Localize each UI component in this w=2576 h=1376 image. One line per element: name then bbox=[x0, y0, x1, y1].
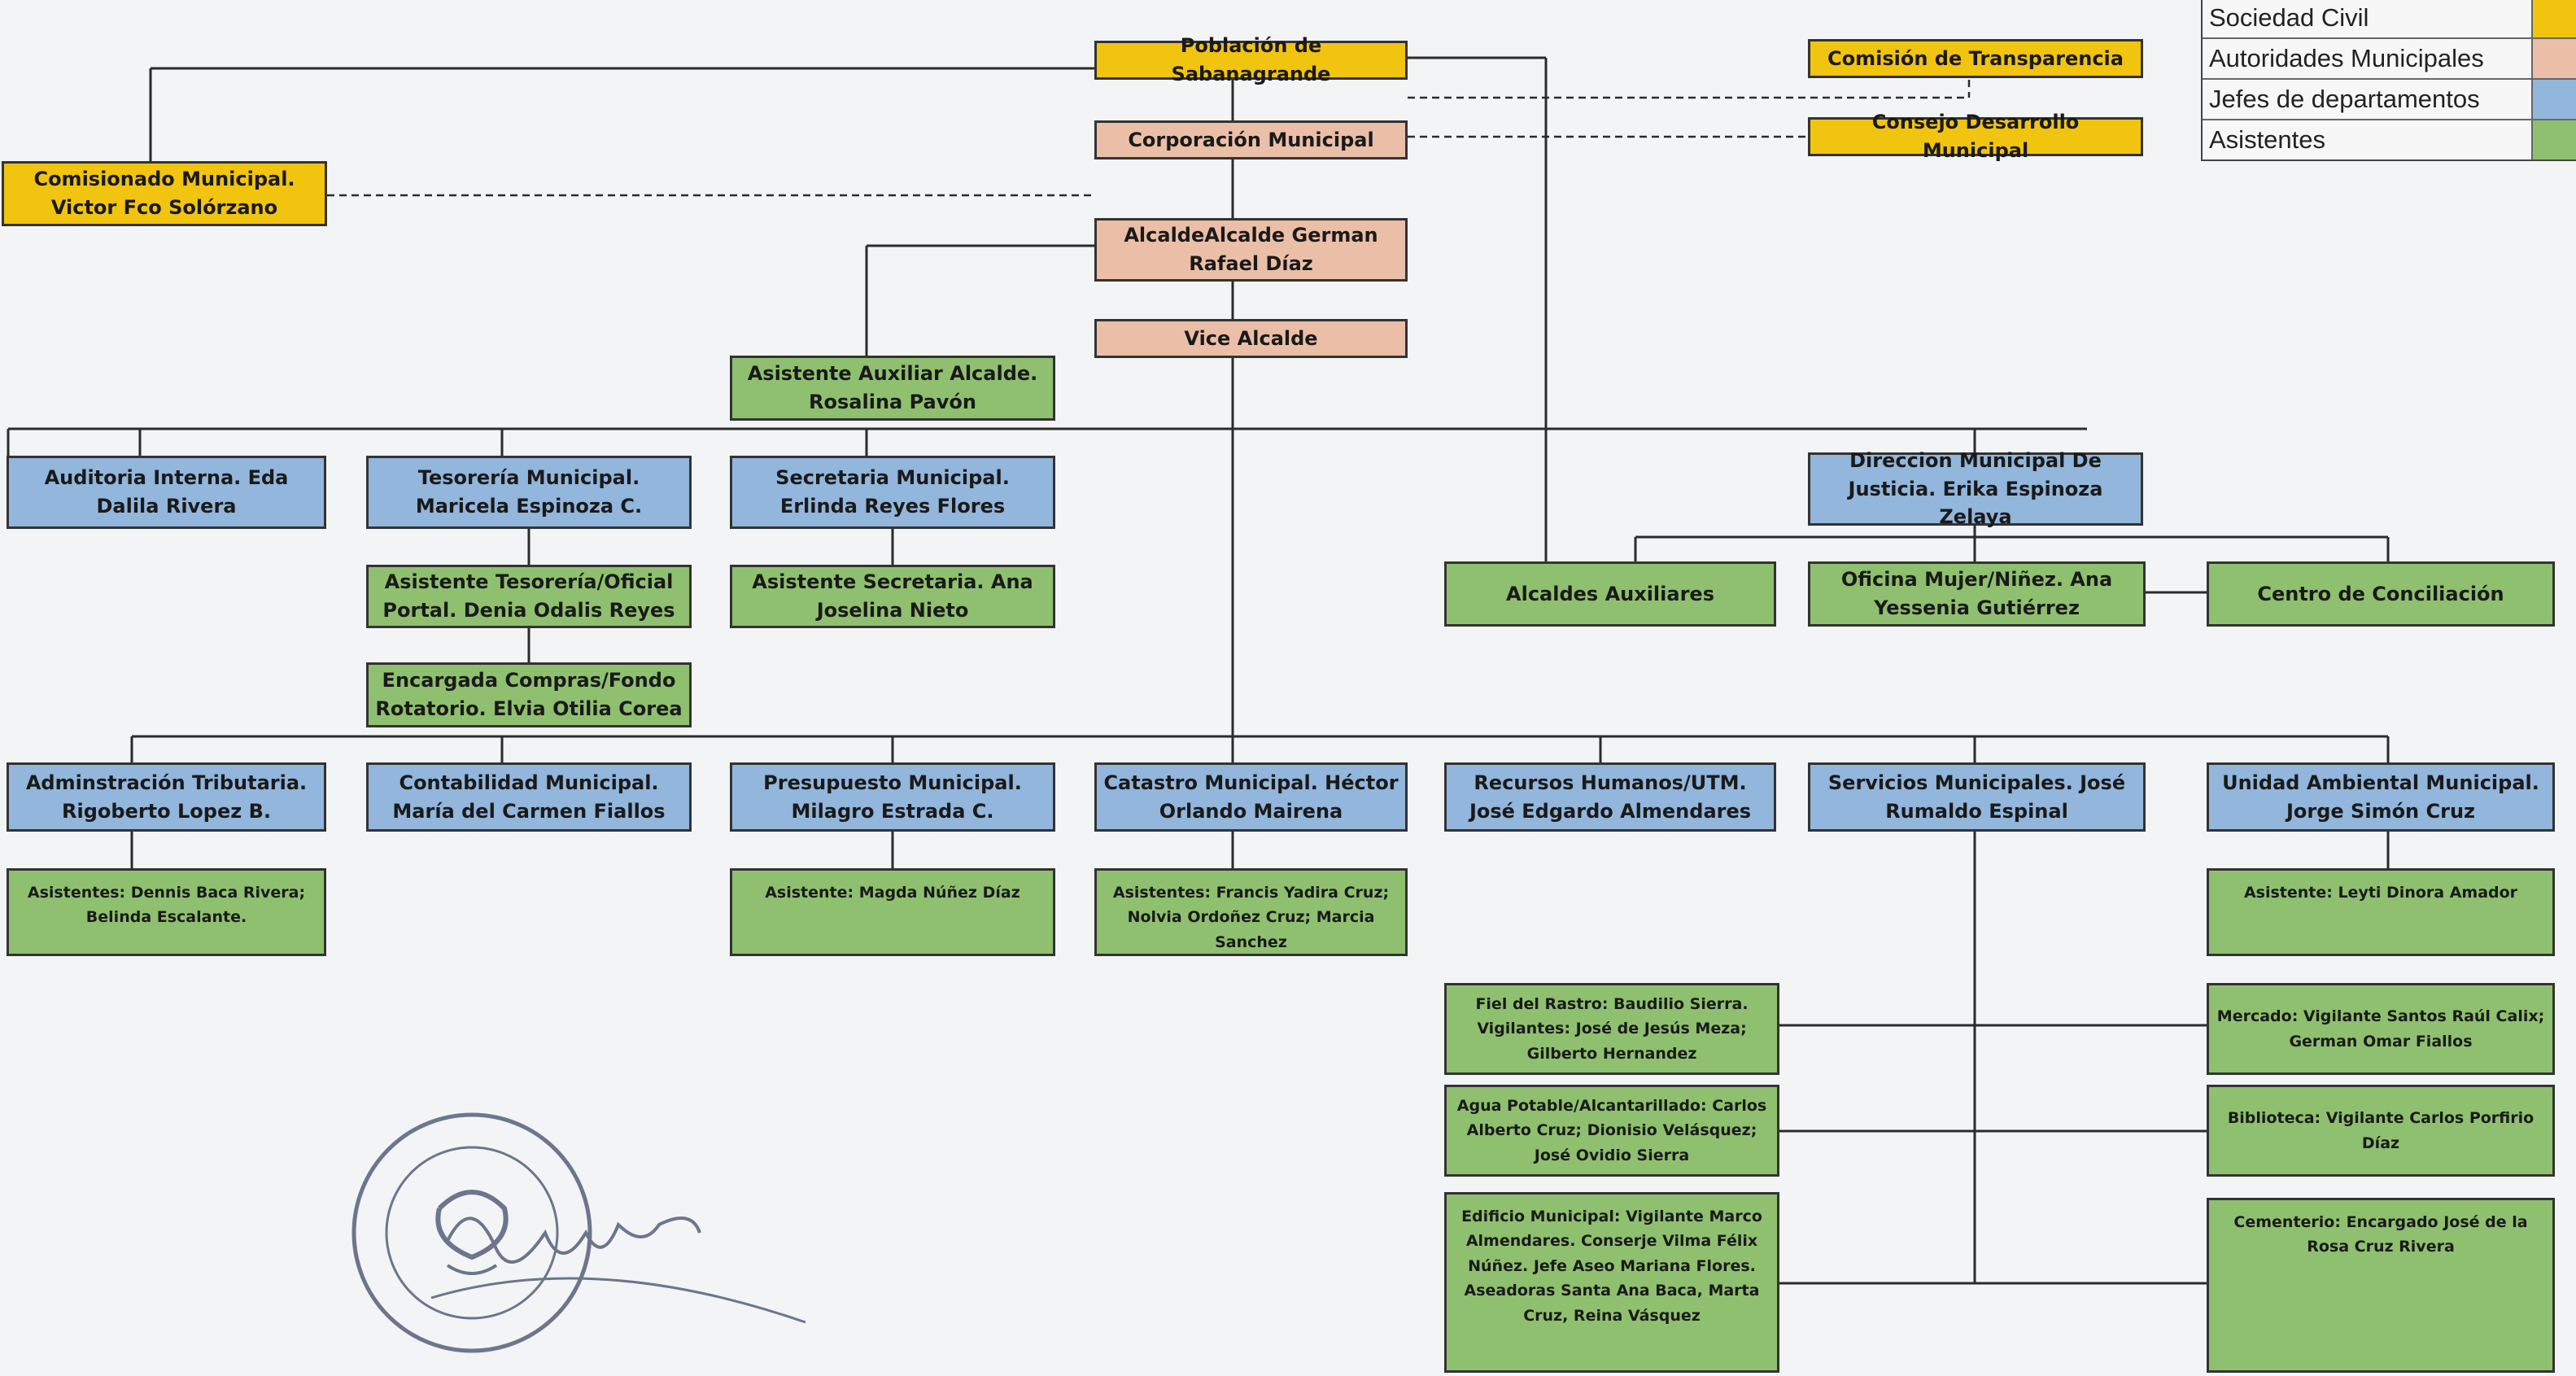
node-comisionado-municipal: Comisionado Municipal. Victor Fco Solórz… bbox=[2, 161, 327, 226]
node-asistentes-tributaria: Asistentes: Dennis Baca Rivera; Belinda … bbox=[7, 868, 326, 956]
node-asistente-presupuesto: Asistente: Magda Núñez Díaz bbox=[730, 868, 1055, 956]
node-fiel-rastro: Fiel del Rastro: Baudilio Sierra. Vigila… bbox=[1444, 983, 1779, 1075]
legend-swatch bbox=[2533, 80, 2576, 119]
node-edificio-municipal: Edificio Municipal: Vigilante Marco Alme… bbox=[1444, 1192, 1779, 1373]
node-administracion-tributaria: Adminstración Tributaria. Rigoberto Lope… bbox=[7, 762, 326, 832]
node-mercado: Mercado: Vigilante Santos Raúl Calix; Ge… bbox=[2207, 983, 2555, 1075]
node-biblioteca: Biblioteca: Vigilante Carlos Porfirio Dí… bbox=[2207, 1085, 2555, 1177]
node-poblacion: Población de Sabanagrande bbox=[1094, 34, 1408, 85]
node-centro-conciliacion: Centro de Conciliación bbox=[2207, 561, 2555, 627]
legend-item-autoridades: Autoridades Municipales bbox=[2203, 39, 2576, 80]
node-compras: Encargada Compras/Fondo Rotatorio. Elvia… bbox=[366, 662, 692, 727]
node-cementerio: Cementerio: Encargado José de la Rosa Cr… bbox=[2207, 1198, 2555, 1373]
node-recursos-humanos: Recursos Humanos/UTM. José Edgardo Almen… bbox=[1444, 762, 1776, 832]
node-asistente-ambiental: Asistente: Leyti Dinora Amador bbox=[2207, 868, 2555, 956]
node-contabilidad: Contabilidad Municipal. María del Carmen… bbox=[366, 762, 692, 832]
node-tesoreria: Tesorería Municipal. Maricela Espinoza C… bbox=[366, 456, 692, 529]
legend-swatch bbox=[2533, 120, 2576, 159]
node-comision-transparencia: Comisión de Transparencia bbox=[1808, 39, 2143, 78]
legend-item-asistentes: Asistentes bbox=[2203, 120, 2576, 159]
recursos-humanos-stamp bbox=[351, 1112, 806, 1353]
node-asistente-alcalde: Asistente Auxiliar Alcalde. Rosalina Pav… bbox=[730, 356, 1055, 421]
node-auditoria-interna: Auditoria Interna. Eda Dalila Rivera bbox=[7, 456, 326, 529]
node-presupuesto: Presupuesto Municipal. Milagro Estrada C… bbox=[730, 762, 1055, 832]
node-alcalde: AlcaldeAlcalde German Rafael Díaz bbox=[1094, 218, 1408, 282]
node-asistentes-catastro: Asistentes: Francis Yadira Cruz; Nolvia … bbox=[1094, 868, 1408, 956]
node-asistente-secretaria: Asistente Secretaria. Ana Joselina Nieto bbox=[730, 565, 1055, 628]
node-alcaldes-auxiliares: Alcaldes Auxiliares bbox=[1444, 561, 1776, 627]
node-oficina-mujer: Oficina Mujer/Niñez. Ana Yessenia Gutiér… bbox=[1808, 561, 2146, 627]
node-vice-alcalde: Vice Alcalde bbox=[1094, 319, 1408, 358]
node-corporacion-municipal: Corporación Municipal bbox=[1094, 120, 1408, 159]
node-justicia: Direccion Municipal De Justicia. Erika E… bbox=[1808, 449, 2143, 528]
node-asistente-tesoreria: Asistente Tesorería/Oficial Portal. Deni… bbox=[366, 565, 692, 628]
node-unidad-ambiental: Unidad Ambiental Municipal. Jorge Simón … bbox=[2207, 762, 2555, 832]
legend-item-jefes: Jefes de departamentos bbox=[2203, 80, 2576, 120]
legend-swatch bbox=[2533, 39, 2576, 78]
node-agua-potable: Agua Potable/Alcantarillado: Carlos Albe… bbox=[1444, 1085, 1779, 1177]
node-secretaria: Secretaria Municipal. Erlinda Reyes Flor… bbox=[730, 456, 1055, 529]
legend: Sociedad Civil Autoridades Municipales J… bbox=[2201, 0, 2576, 161]
legend-item-sociedad-civil: Sociedad Civil bbox=[2203, 0, 2576, 39]
node-catastro: Catastro Municipal. Héctor Orlando Maire… bbox=[1094, 762, 1408, 832]
legend-swatch bbox=[2533, 0, 2576, 37]
node-servicios-municipales: Servicios Municipales. José Rumaldo Espi… bbox=[1808, 762, 2146, 832]
node-consejo-desarrollo: Consejo Desarrollo Municipal bbox=[1808, 111, 2143, 162]
